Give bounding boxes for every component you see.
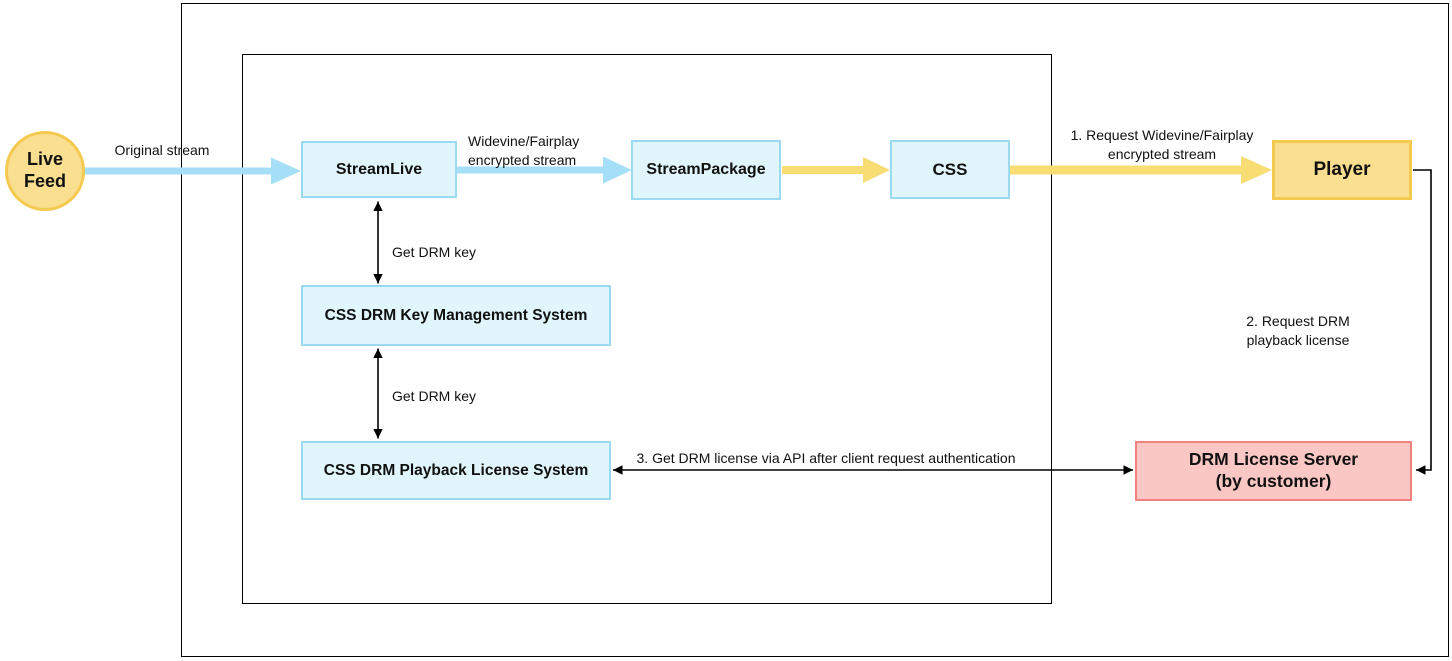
node-drm-license-server: DRM License Server (by customer)	[1135, 441, 1412, 501]
node-css: CSS	[890, 140, 1010, 199]
label-widevine-encrypted-stream: Widevine/Fairplay encrypted stream	[468, 133, 580, 168]
node-streampackage: StreamPackage	[631, 140, 781, 200]
inner-boundary	[242, 54, 1052, 604]
node-css-drm-key-management-system: CSS DRM Key Management System	[301, 285, 611, 346]
label-request-playback-license: 2. Request DRM playback license	[1246, 313, 1350, 348]
node-streamlive: StreamLive	[301, 141, 457, 198]
label-original-stream: Original stream	[114, 142, 210, 158]
node-live-feed: Live Feed	[5, 131, 85, 211]
label-request-encrypted-stream: 1. Request Widevine/Fairplay encrypted s…	[1070, 127, 1254, 162]
label-get-license-via-api: 3. Get DRM license via API after client …	[636, 450, 1016, 466]
label-get-drm-key-1: Get DRM key	[392, 244, 477, 260]
outer-boundary	[181, 3, 1449, 657]
label-get-drm-key-2: Get DRM key	[392, 388, 477, 404]
node-css-drm-playback-license-system: CSS DRM Playback License System	[301, 441, 611, 500]
node-player: Player	[1272, 140, 1412, 200]
